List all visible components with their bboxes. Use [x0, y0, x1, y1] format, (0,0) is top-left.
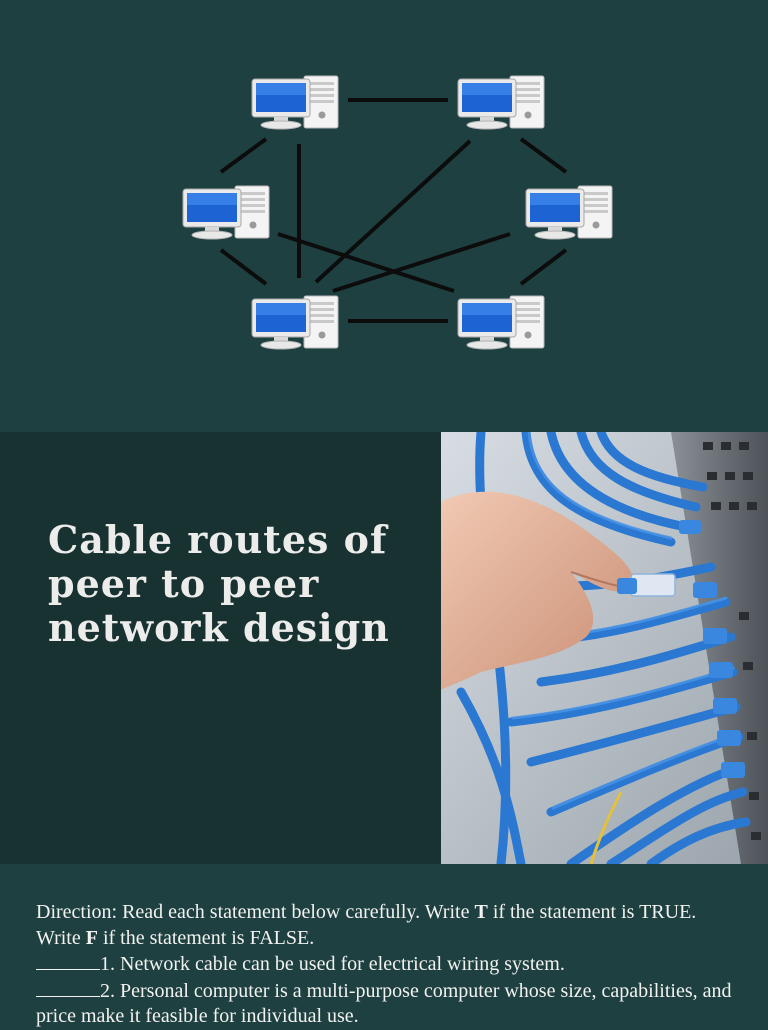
title-line-3: network design: [48, 605, 390, 650]
cable-topright-midright: [519, 137, 568, 174]
title-line-2: peer to peer: [48, 561, 320, 606]
pc-mid-right-icon: [525, 185, 613, 240]
cable-midright-bottomleft: [332, 232, 511, 293]
answer-blank-2[interactable]: [36, 978, 100, 997]
network-cables-image: [441, 432, 768, 864]
top-diagram-panel: [0, 0, 768, 432]
pc-top-right-icon: [457, 75, 545, 130]
direction-text: Direction: Read each statement below car…: [36, 900, 736, 951]
question-1-text: 1. Network cable can be used for electri…: [100, 953, 565, 975]
instructions-panel: [0, 864, 768, 1024]
network-cables-photo: [441, 432, 768, 864]
pc-bottom-left-icon: [251, 295, 339, 350]
title-panel: [0, 432, 441, 864]
cable-midleft-bottomleft: [219, 248, 268, 286]
title-line-1: Cable routes of: [48, 517, 388, 562]
true-letter: T: [474, 901, 488, 923]
cable-midright-bottomright: [519, 248, 568, 286]
question-2: 2. Personal computer is a multi-purpose …: [36, 978, 736, 1030]
cable-midleft-bottomright: [277, 232, 455, 293]
question-1: 1. Network cable can be used for electri…: [36, 951, 736, 978]
peer-to-peer-network-diagram: [182, 75, 613, 350]
direction-part-1: Direction: Read each statement below car…: [36, 901, 475, 923]
slide-title: Cable routes of peer to peer network des…: [48, 518, 428, 650]
cable-routes: [219, 98, 568, 323]
instructions-block: Direction: Read each statement below car…: [36, 900, 736, 1030]
pc-mid-left-icon: [182, 185, 270, 240]
direction-part-3: if the statement is FALSE.: [97, 926, 315, 949]
answer-blank-1[interactable]: [36, 951, 100, 970]
false-letter: F: [85, 926, 98, 949]
pc-bottom-right-icon: [457, 295, 545, 350]
direction-part-2: if the statement is TRUE. Write: [36, 901, 697, 949]
cable-topright-bottomleft: [314, 139, 472, 284]
question-2-text: 2. Personal computer is a multi-purpose …: [36, 979, 732, 1028]
pc-top-left-icon: [251, 75, 339, 130]
cable-midleft-topleft: [219, 137, 268, 174]
